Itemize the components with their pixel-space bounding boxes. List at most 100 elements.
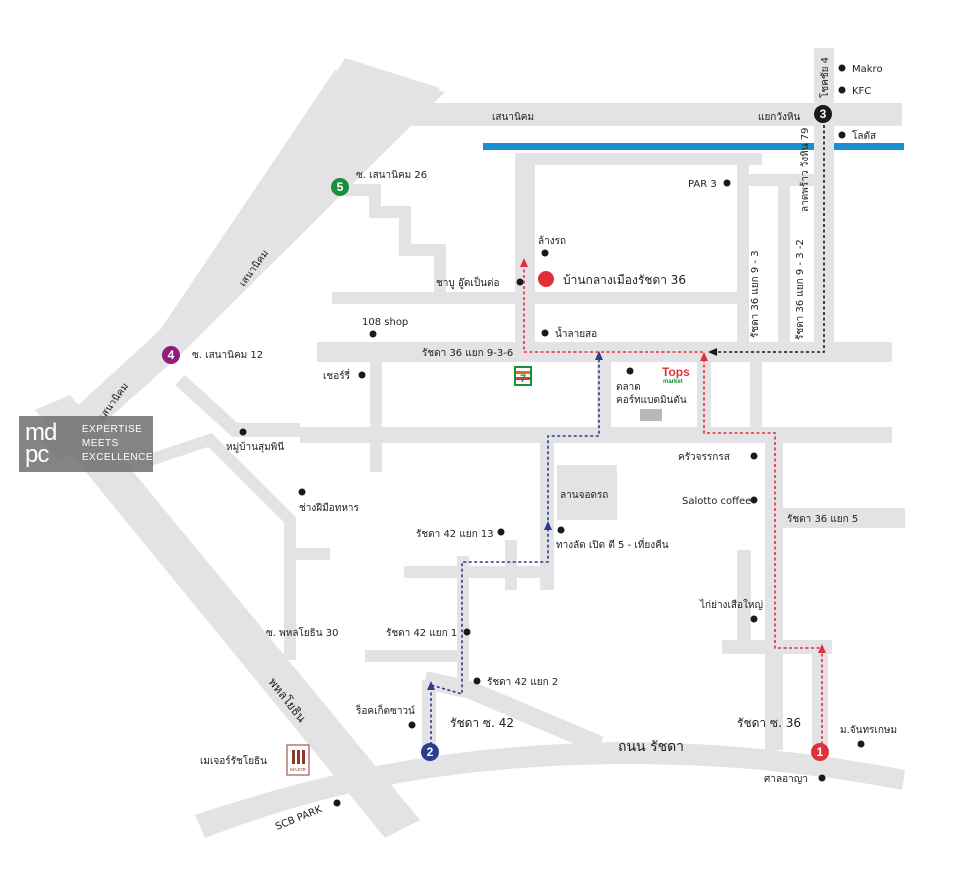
label-village: หมู่บ้านสุมพินี	[226, 441, 284, 453]
marker-5-label: 5	[337, 180, 344, 194]
major-logo-text: MAJOR	[290, 767, 307, 772]
poi-kfc-dot	[838, 86, 846, 94]
poi-chicken-dot	[750, 615, 758, 623]
poi-namlai-dot	[541, 329, 549, 337]
road-lanes-left	[175, 374, 300, 437]
label-destination: บ้านกลางเมืองรัชดา 36	[563, 273, 686, 287]
road-senanikhom-top	[395, 103, 902, 126]
mdpc-mark: md pc	[19, 419, 82, 468]
road-mid-horizontal	[300, 427, 892, 443]
label-par3: PAR 3	[688, 179, 717, 190]
road-r36-5	[783, 508, 905, 528]
label-ratchada36-93: รัชดา 36 แยก 9 - 3	[750, 250, 761, 338]
label-carwash: ล้างรถ	[538, 235, 566, 247]
numbered-markers: 1 2 3 4 5	[162, 105, 832, 761]
poi-scb-dot	[333, 799, 341, 807]
road-v-right-mid	[750, 360, 762, 440]
route-red-arrow-up-3	[700, 352, 708, 361]
label-ladprao-wanghin: ลาดพร้าว วังหิน 79	[799, 128, 811, 212]
route-blue-arrow-3	[595, 351, 603, 360]
poi-kitchen-dot	[750, 452, 758, 460]
label-ratchada36-936: รัชดา 36 แยก 9-3-6	[422, 348, 513, 359]
label-makro: Makro	[852, 64, 883, 75]
poi-cherry-dot	[358, 371, 366, 379]
label-parking: ลานจอดรถ	[560, 490, 608, 501]
poi-village-dot	[239, 428, 247, 436]
poi-r42-13-dot	[497, 528, 505, 536]
label-soi-sena12: ซ. เสนานิคม 12	[192, 350, 263, 361]
label-namlai: น้ำลายสอ	[555, 326, 597, 340]
poi-shortcut-dot	[557, 526, 565, 534]
marker-4	[162, 346, 180, 364]
label-shop108: 108 shop	[362, 317, 408, 328]
label-badminton: คอร์ทแบดมินตัน	[616, 394, 687, 406]
road-r42-1	[365, 650, 465, 662]
road-phahon30	[290, 548, 330, 560]
rail-line	[483, 143, 814, 150]
poi-carwash-dot	[541, 249, 549, 257]
label-senanikhom-top: เสนานิคม	[492, 112, 534, 123]
poi-dots	[239, 64, 865, 807]
route-red-1	[523, 262, 823, 750]
label-lotus: โลตัส	[852, 129, 876, 142]
road-soi42	[423, 671, 604, 754]
label-rockcafe: ร็อคเก็ตซาวน์	[355, 703, 415, 717]
mdpc-mark-line1: md	[25, 419, 57, 446]
parking-lot	[557, 465, 617, 520]
poi-shabu-dot	[516, 278, 524, 286]
rail-line-right	[834, 143, 904, 150]
label-ratchada42-2: รัชดา 42 แยก 2	[487, 677, 558, 688]
label-yaek-wanghin: แยกวังหิน	[758, 112, 800, 123]
poi-salotto-dot	[750, 496, 758, 504]
poi-r42-2-dot	[473, 677, 481, 685]
route-blue-arrow	[427, 681, 435, 690]
road-soi42-v	[422, 680, 436, 750]
marker-1-label: 1	[817, 745, 824, 759]
road-v-372	[370, 362, 382, 472]
marker-3-label: 3	[820, 107, 827, 121]
mdpc-mark-line2: pc	[25, 441, 49, 468]
road-thanon-ratchada	[195, 742, 905, 838]
label-ratchada42-1: รัชดา 42 แยก 1	[386, 628, 457, 639]
destination-marker	[538, 271, 554, 287]
tops-market-logo: Tops market	[662, 365, 690, 385]
tops-label: Tops	[662, 365, 690, 379]
label-ratchada42-13: รัชดา 42 แยก 13	[416, 529, 494, 540]
label-ratchada36-5: รัชดา 36 แยก 5	[787, 514, 858, 525]
poi-market-dot	[626, 367, 634, 375]
major-logo: MAJOR	[286, 744, 310, 776]
road-senanikhom-diagonal	[40, 70, 445, 462]
label-shrine: ศาลอาญา	[764, 774, 808, 785]
tops-sub-label: market	[663, 379, 683, 385]
poi-par3-dot	[723, 179, 731, 187]
road-v-737	[737, 160, 749, 345]
road-r1-v	[812, 640, 828, 750]
marker-3	[814, 105, 832, 123]
poi-shop108-dot	[369, 330, 377, 338]
poi-makro-dot	[838, 64, 846, 72]
road-phahonyothin	[35, 395, 420, 838]
route-blue-2	[430, 352, 600, 745]
label-shabu: ชาบู อู๊ดเป็นต่อ	[436, 275, 500, 289]
label-chokchai4: โชคชัย 4	[818, 57, 831, 98]
poi-shrine-dot	[818, 774, 826, 782]
label-cherry: เชอร์รี่	[323, 368, 351, 382]
road-lanes-left-2	[148, 433, 296, 660]
poi-r42-1-dot	[463, 628, 471, 636]
marker-5	[331, 178, 349, 196]
route-red-arrow-up-2	[818, 644, 826, 653]
mdpc-tag-3: EXCELLENCE	[81, 452, 153, 463]
marker-2-label: 2	[427, 745, 434, 759]
label-soi-sena26: ซ. เสนานิคม 26	[356, 170, 427, 181]
label-shortcut: ทางลัด เปิด ตี 5 - เที่ยงคืน	[556, 537, 669, 551]
road-v-515	[515, 160, 535, 345]
mdpc-tag-2: MEETS	[81, 438, 119, 449]
label-ratchada36-932: รัชดา 36 แยก 9 - 3 -2	[795, 239, 806, 340]
poi-military-dot	[298, 488, 306, 496]
marker-4-label: 4	[168, 348, 175, 362]
label-ratchada-soi36: รัชดา ซ. 36	[737, 716, 801, 730]
label-chicken: ไก่ย่างเสือใหญ่	[699, 599, 763, 611]
label-major: เมเจอร์รัชโยธิน	[200, 754, 267, 767]
road-upper-2	[332, 292, 742, 304]
